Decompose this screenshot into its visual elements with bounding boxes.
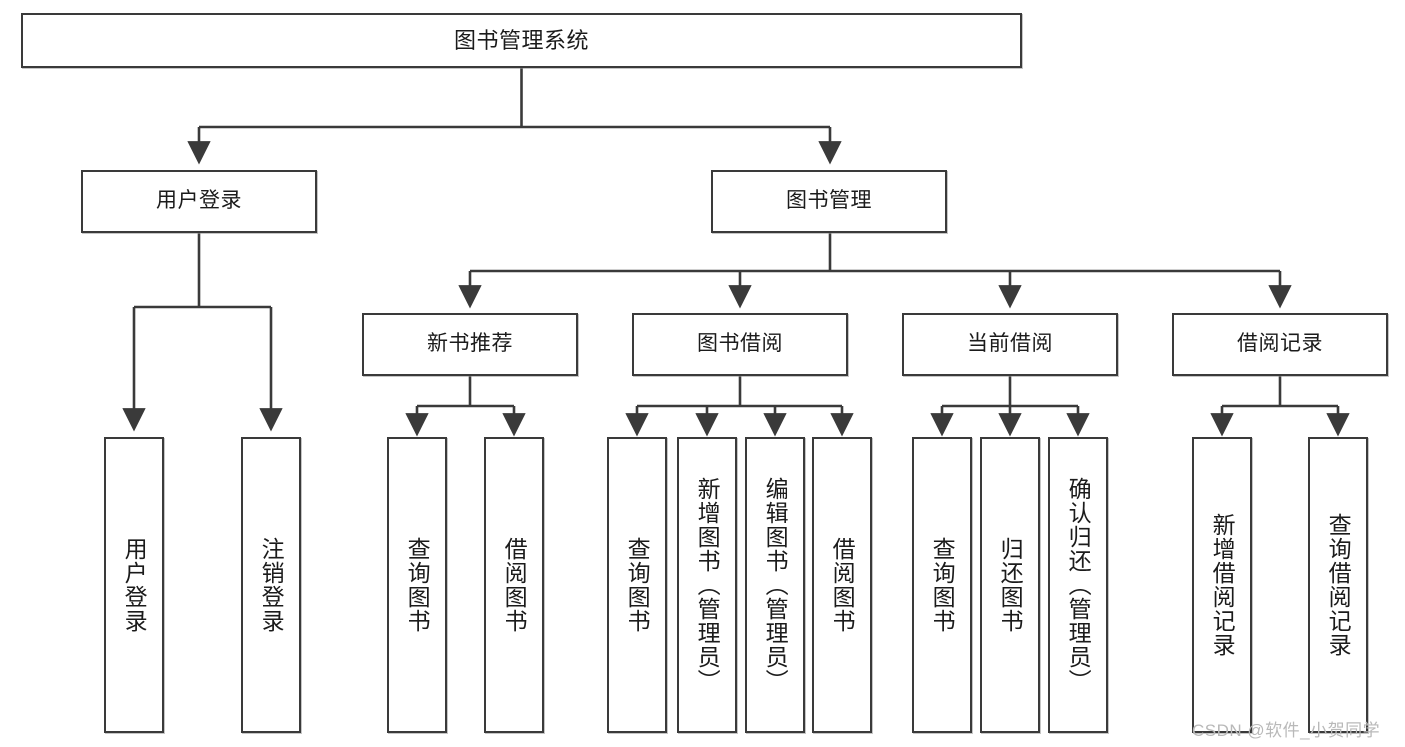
node-leaf-current-query-label: 查询图书 bbox=[929, 537, 956, 633]
node-book-lending-label: 图书借阅 bbox=[697, 332, 783, 356]
node-leaf-user-logout-label: 注销登录 bbox=[258, 537, 285, 633]
csdn-watermark: CSDN @软件_小贺同学 bbox=[1192, 721, 1381, 740]
node-leaf-lending-add[interactable]: 新增图书（管理员） bbox=[677, 437, 737, 733]
node-leaf-lending-edit-label: 编辑图书（管理员） bbox=[762, 477, 789, 693]
node-leaf-newbook-query[interactable]: 查询图书 bbox=[387, 437, 447, 733]
node-leaf-lending-borrow[interactable]: 借阅图书 bbox=[812, 437, 872, 733]
node-leaf-current-return-label: 归还图书 bbox=[997, 537, 1024, 633]
node-leaf-lending-borrow-label: 借阅图书 bbox=[829, 537, 856, 633]
node-leaf-lending-query-label: 查询图书 bbox=[624, 537, 651, 633]
node-new-book-recommend-label: 新书推荐 bbox=[427, 332, 513, 356]
node-leaf-newbook-borrow-label: 借阅图书 bbox=[501, 537, 528, 633]
node-book-manage[interactable]: 图书管理 bbox=[711, 170, 947, 233]
node-lending-record-label: 借阅记录 bbox=[1237, 332, 1323, 356]
node-leaf-current-return[interactable]: 归还图书 bbox=[980, 437, 1040, 733]
node-new-book-recommend[interactable]: 新书推荐 bbox=[362, 313, 578, 376]
node-book-lending[interactable]: 图书借阅 bbox=[632, 313, 848, 376]
node-root[interactable]: 图书管理系统 bbox=[21, 13, 1022, 68]
node-leaf-lending-edit[interactable]: 编辑图书（管理员） bbox=[745, 437, 805, 733]
node-book-manage-label: 图书管理 bbox=[786, 189, 872, 213]
node-leaf-current-confirm-return[interactable]: 确认归还（管理员） bbox=[1048, 437, 1108, 733]
node-leaf-record-add-label: 新增借阅记录 bbox=[1209, 513, 1236, 657]
node-user-login-label: 用户登录 bbox=[156, 189, 242, 213]
node-leaf-user-login-label: 用户登录 bbox=[121, 537, 148, 633]
node-leaf-lending-query[interactable]: 查询图书 bbox=[607, 437, 667, 733]
node-leaf-user-login[interactable]: 用户登录 bbox=[104, 437, 164, 733]
node-current-lending-label: 当前借阅 bbox=[967, 332, 1053, 356]
node-leaf-user-logout[interactable]: 注销登录 bbox=[241, 437, 301, 733]
node-root-label: 图书管理系统 bbox=[453, 27, 589, 53]
node-lending-record[interactable]: 借阅记录 bbox=[1172, 313, 1388, 376]
node-leaf-lending-add-label: 新增图书（管理员） bbox=[694, 477, 721, 693]
node-leaf-current-query[interactable]: 查询图书 bbox=[912, 437, 972, 733]
node-leaf-current-confirm-return-label: 确认归还（管理员） bbox=[1065, 477, 1092, 693]
node-leaf-record-query[interactable]: 查询借阅记录 bbox=[1308, 437, 1368, 733]
node-current-lending[interactable]: 当前借阅 bbox=[902, 313, 1118, 376]
node-leaf-newbook-query-label: 查询图书 bbox=[404, 537, 431, 633]
node-leaf-newbook-borrow[interactable]: 借阅图书 bbox=[484, 437, 544, 733]
node-user-login[interactable]: 用户登录 bbox=[81, 170, 317, 233]
node-leaf-record-query-label: 查询借阅记录 bbox=[1325, 513, 1352, 657]
node-leaf-record-add[interactable]: 新增借阅记录 bbox=[1192, 437, 1252, 733]
